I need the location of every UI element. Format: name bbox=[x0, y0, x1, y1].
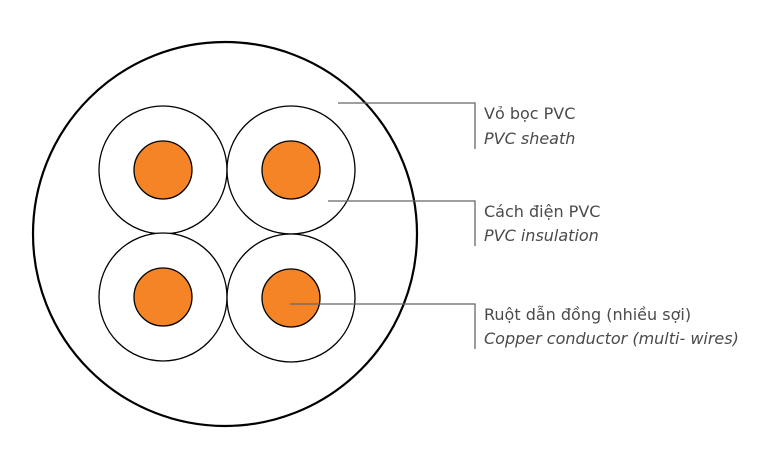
leader-sheath bbox=[338, 102, 476, 149]
copper-conductor bbox=[261, 140, 321, 200]
label-insulation-vi: Cách điện PVC bbox=[484, 202, 600, 221]
copper-conductor bbox=[261, 268, 321, 328]
label-insulation-en: PVC insulation bbox=[484, 226, 599, 245]
label-sheath-en: PVC sheath bbox=[484, 129, 575, 148]
core-bottom-left bbox=[98, 232, 228, 362]
label-conductor-en: Copper conductor (multi- wires) bbox=[484, 329, 739, 348]
leader-conductor bbox=[290, 303, 476, 349]
label-sheath-vi: Vỏ bọc PVC bbox=[484, 104, 575, 123]
leader-insulation bbox=[328, 200, 476, 246]
core-top-left bbox=[98, 105, 228, 235]
core-bottom-right bbox=[226, 233, 356, 363]
outer-sheath bbox=[31, 40, 419, 428]
core-top-right bbox=[226, 105, 356, 235]
copper-conductor bbox=[133, 267, 193, 327]
label-conductor-vi: Ruột dẫn đồng (nhiều sợi) bbox=[484, 305, 691, 324]
copper-conductor bbox=[133, 140, 193, 200]
